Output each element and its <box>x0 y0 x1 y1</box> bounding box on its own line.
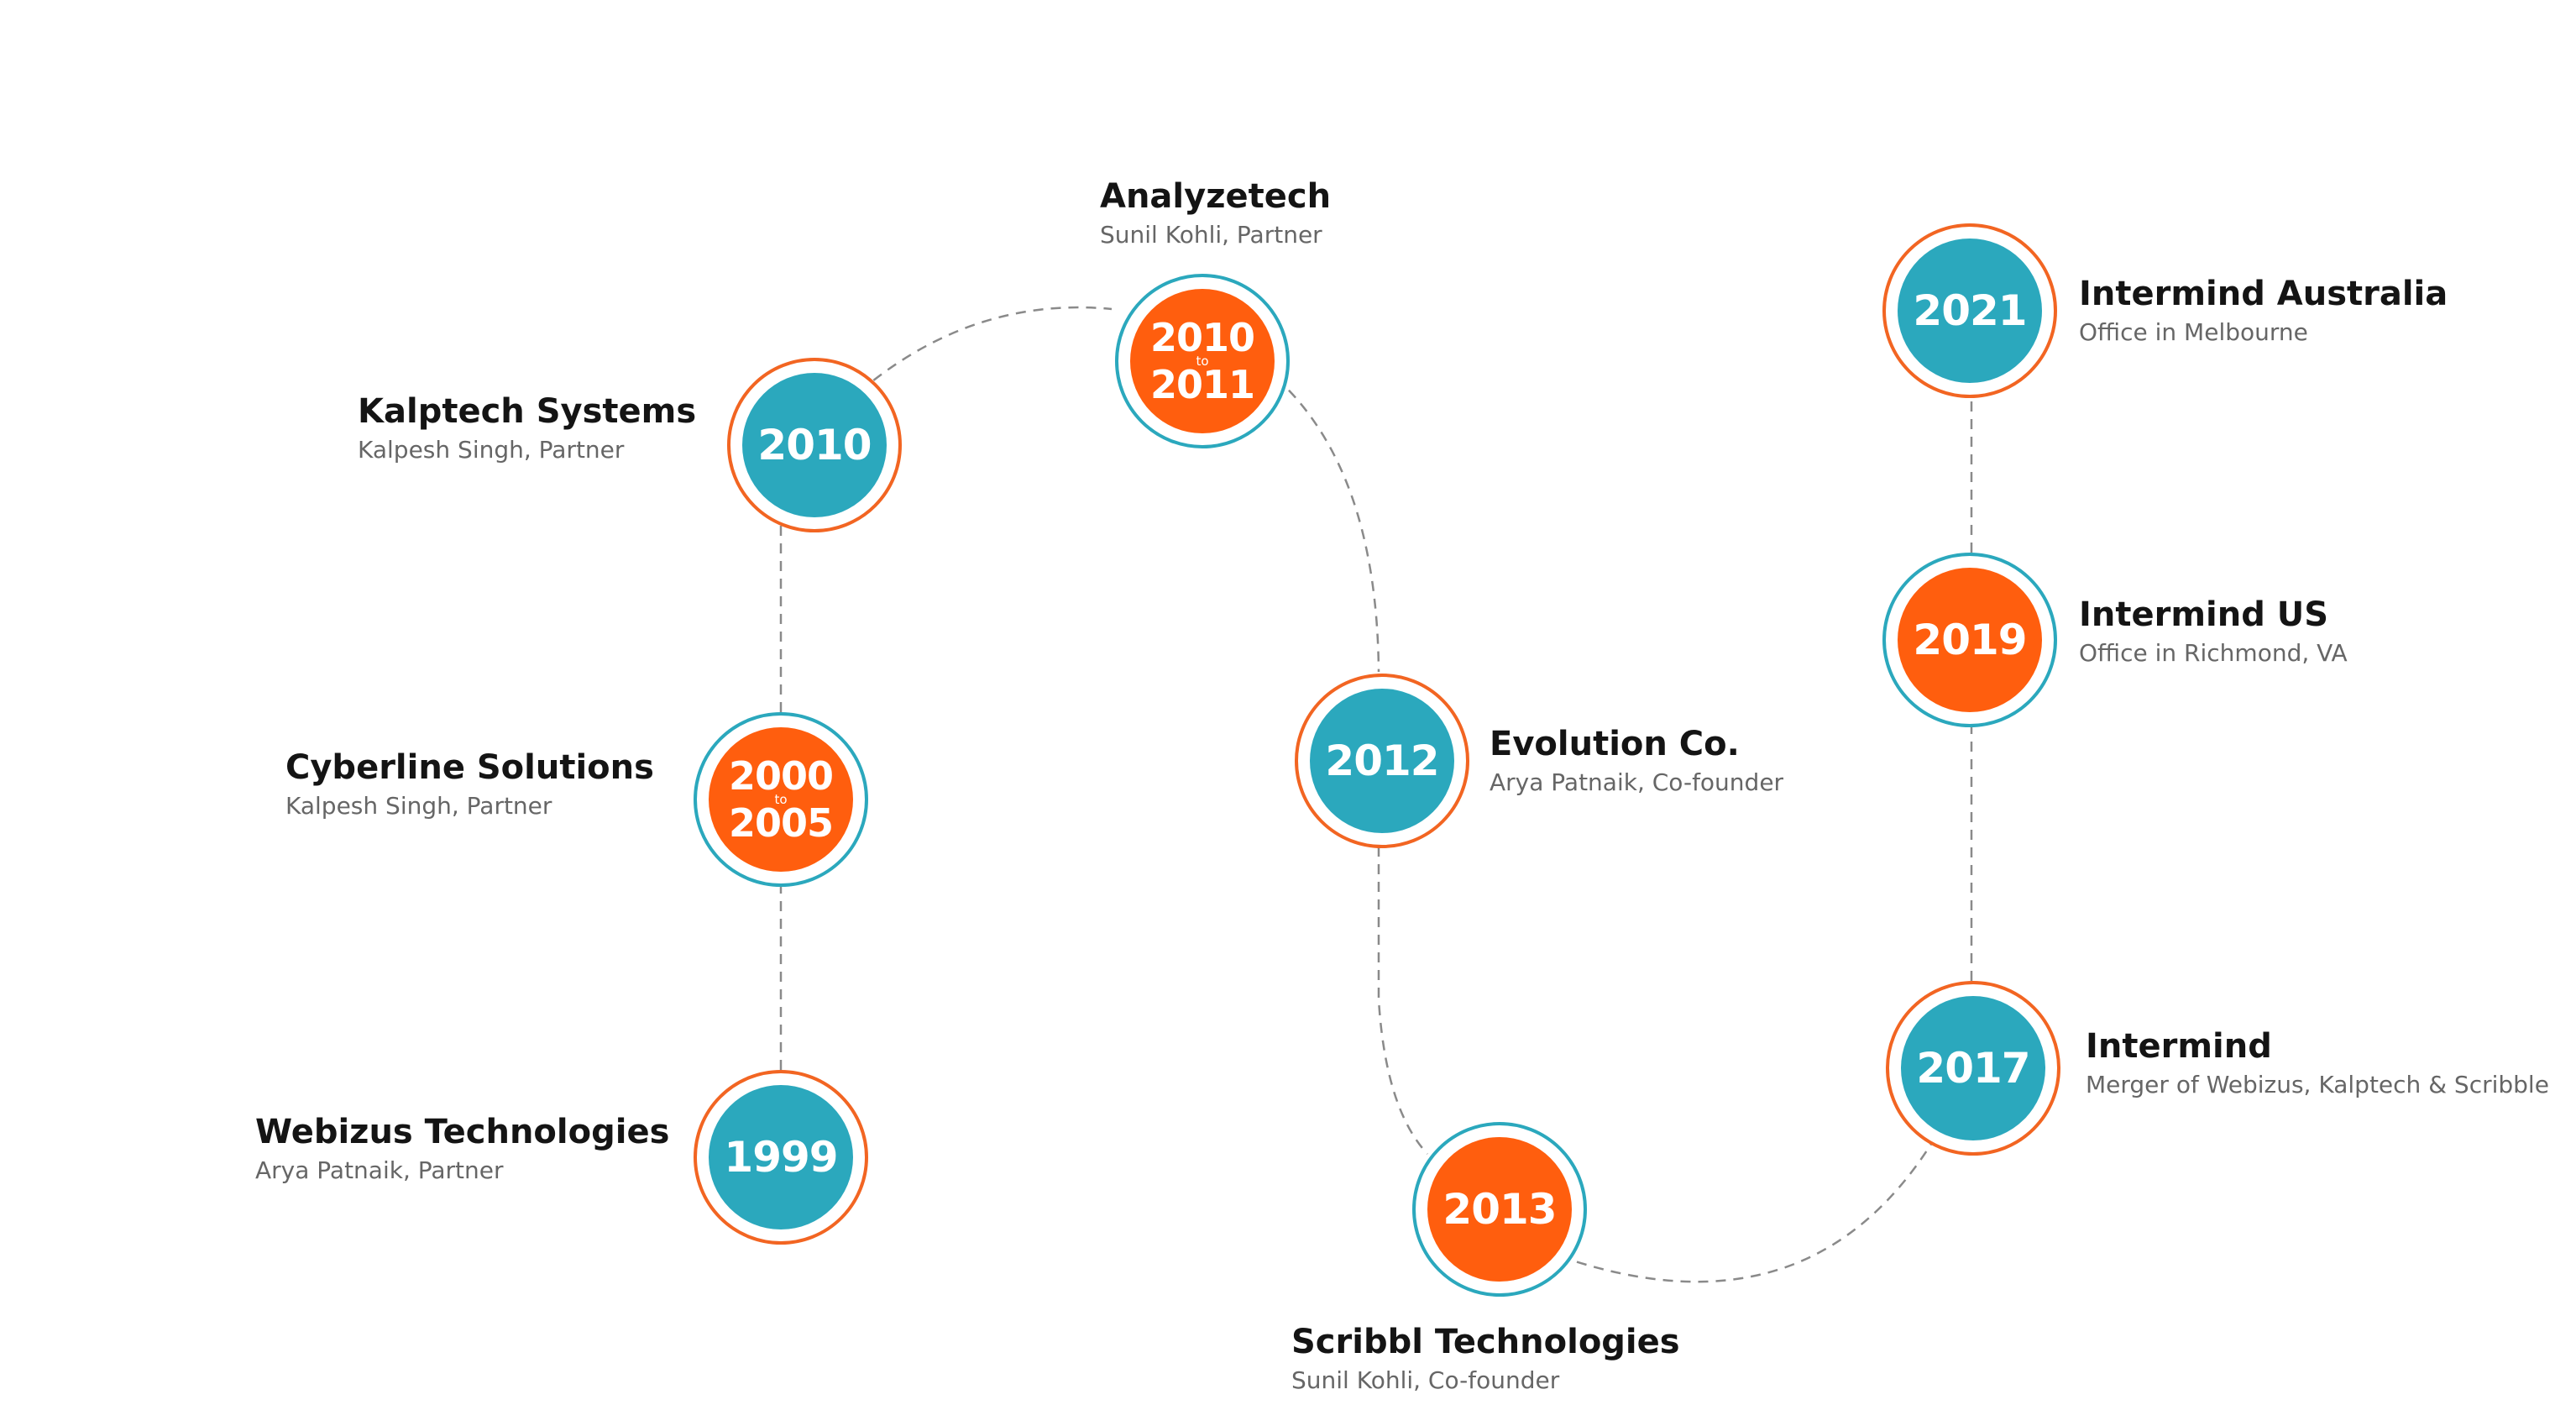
milestone-node-evolution: 2012 <box>1295 674 1469 848</box>
milestone-title: Intermind Australia <box>2079 275 2448 313</box>
connector-2011-2012 <box>1275 377 1380 673</box>
milestone-subtitle: Kalpesh Singh, Partner <box>285 792 552 820</box>
milestone-node-intermind-us: 2019 <box>1882 553 2057 727</box>
milestone-year: 2010 <box>757 421 872 469</box>
milestone-year-start: 2000 <box>728 753 834 799</box>
milestone-year-end: 2005 <box>728 800 834 846</box>
milestone-title: Webizus Technologies <box>255 1113 670 1151</box>
milestone-node-intermind: 2017 <box>1886 981 2060 1156</box>
milestone-subtitle: Sunil Kohli, Partner <box>1100 221 1322 249</box>
milestone-subtitle: Arya Patnaik, Partner <box>255 1156 504 1184</box>
milestone-title: Intermind <box>2086 1027 2272 1066</box>
milestone-label-scribbl: Scribbl Technologies Sunil Kohli, Co-fou… <box>1291 1320 1680 1397</box>
milestone-label-webizus: Webizus Technologies Arya Patnaik, Partn… <box>255 1110 669 1187</box>
milestone-node-kalptech: 2010 <box>727 358 902 532</box>
milestone-label-analyzetech: Analyzetech Sunil Kohli, Partner <box>1100 175 1331 252</box>
milestone-year-end: 2011 <box>1149 362 1255 407</box>
milestone-year: 2013 <box>1442 1185 1557 1234</box>
milestone-year-start: 2010 <box>1149 315 1255 360</box>
milestone-subtitle: Arya Patnaik, Co-founder <box>1490 768 1784 796</box>
milestone-subtitle: Kalpesh Singh, Partner <box>358 436 625 464</box>
milestone-year: 2017 <box>1916 1044 2030 1093</box>
milestone-subtitle: Sunil Kohli, Co-founder <box>1291 1366 1560 1394</box>
connector-2012-2013 <box>1377 847 1428 1155</box>
milestone-node-webizus: 1999 <box>694 1070 868 1245</box>
milestone-subtitle: Merger of Webizus, Kalptech & Scribble <box>2086 1071 2549 1098</box>
connector-2013-2017 <box>1559 1130 1941 1283</box>
milestone-title: Evolution Co. <box>1490 725 1740 763</box>
milestone-label-cyberline: Cyberline Solutions Kalpesh Singh, Partn… <box>285 746 654 823</box>
milestone-subtitle: Office in Richmond, VA <box>2079 639 2348 667</box>
milestone-node-scribbl: 2013 <box>1412 1122 1587 1297</box>
milestone-node-cyberline: 2000 to 2005 <box>694 712 868 887</box>
milestone-subtitle: Office in Melbourne <box>2079 318 2308 346</box>
milestone-title: Scribbl Technologies <box>1291 1323 1680 1361</box>
milestone-label-intermind: Intermind Merger of Webizus, Kalptech & … <box>2086 1025 2549 1102</box>
milestone-label-intermind-australia: Intermind Australia Office in Melbourne <box>2079 272 2448 349</box>
connector-2010-2011 <box>859 306 1113 392</box>
milestone-year: 2012 <box>1325 737 1439 785</box>
milestone-year: 2021 <box>1913 286 2027 335</box>
milestone-title: Cyberline Solutions <box>285 748 654 787</box>
milestone-title: Intermind US <box>2079 595 2329 634</box>
milestone-title: Analyzetech <box>1100 177 1332 216</box>
milestone-label-evolution: Evolution Co. Arya Patnaik, Co-founder <box>1490 722 1783 800</box>
milestone-label-intermind-us: Intermind US Office in Richmond, VA <box>2079 593 2348 670</box>
milestone-node-analyzetech: 2010 to 2011 <box>1115 274 1290 448</box>
milestone-title: Kalptech Systems <box>358 392 697 431</box>
milestone-label-kalptech: Kalptech Systems Kalpesh Singh, Partner <box>358 390 696 467</box>
milestone-node-intermind-australia: 2021 <box>1882 223 2057 398</box>
milestone-year: 2019 <box>1913 616 2027 664</box>
milestone-year-separator: to <box>774 792 788 807</box>
milestone-year: 1999 <box>724 1133 838 1182</box>
milestone-year-separator: to <box>1196 354 1209 369</box>
